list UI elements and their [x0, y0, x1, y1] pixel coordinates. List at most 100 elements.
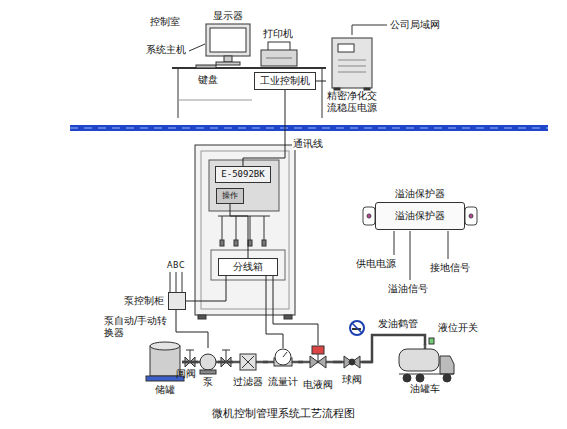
mounting-tab: [367, 214, 371, 218]
cabinet-square: [168, 292, 186, 310]
flow-meter: 流量计: [268, 348, 298, 388]
control-room-wall: [70, 125, 548, 131]
flow-meter-icon: [274, 349, 292, 366]
power-line: [182, 272, 183, 292]
keyboard-icon: [196, 65, 216, 68]
node-heading: 溢油保护器: [375, 188, 465, 200]
node-label: E-5092BK: [221, 169, 264, 180]
filter-icon: [240, 354, 256, 370]
voltage-stabilizer: 精密净化交流稳压电源: [326, 36, 378, 114]
desk: [322, 68, 323, 118]
ball-valve-icon: [349, 359, 355, 365]
voltage-stabilizer-icon: [334, 88, 340, 90]
printer-icon: [261, 42, 297, 66]
gate-valve-symbol: [226, 350, 227, 362]
monitor-icon: [224, 56, 232, 62]
control-cabinet: [220, 240, 224, 246]
tank-truck-icon: [403, 374, 411, 382]
printer-icon: [261, 50, 297, 66]
voltage-stabilizer-icon: [338, 44, 354, 52]
electro-hydraulic-valve-icon: [318, 354, 319, 362]
voltage-stabilizer-icon: [338, 66, 366, 67]
filter: 过滤器: [233, 348, 263, 388]
control-cabinet: [195, 145, 295, 319]
annotation-label: 公司局域网: [390, 19, 440, 31]
control-cabinet: [262, 240, 266, 246]
phase-label: B: [173, 261, 179, 271]
signal-lead: [410, 231, 411, 280]
desk: [178, 100, 252, 101]
level-switch-icon: [429, 338, 434, 344]
printer-icon: [266, 58, 292, 59]
desk: [178, 68, 179, 118]
electro-hydraulic-valve: 电液阀: [303, 345, 333, 391]
control-cabinet: [264, 216, 265, 240]
signal-wire: [176, 310, 208, 348]
control-cabinet: [284, 315, 292, 319]
signal-lead: [394, 231, 395, 255]
node-label: 溢油保护器: [375, 202, 465, 230]
control-cabinet: [234, 240, 238, 246]
flow-meter-icon: [275, 349, 291, 365]
figure-caption: 微机控制管理系统工艺流程图: [0, 407, 567, 421]
ball-valve: 球阀: [342, 350, 362, 386]
gate-valve-symbol: [186, 350, 194, 351]
mounting-tab: [469, 214, 473, 218]
annotation-label: 液位开关: [438, 322, 478, 334]
node-label: 流量计: [268, 376, 298, 388]
level-switch-icon: [429, 338, 434, 344]
annotation-label: 系统主机: [146, 44, 186, 56]
pump: 泵: [198, 348, 218, 388]
tank-truck-icon: [399, 349, 439, 371]
voltage-stabilizer-icon: [364, 88, 370, 90]
storage-tank-icon: [150, 342, 180, 350]
control-cabinet: [201, 151, 289, 309]
voltage-stabilizer-icon: [332, 38, 372, 90]
power-line: [170, 272, 171, 292]
filter-icon: [242, 356, 254, 368]
signal-wire: [273, 276, 318, 345]
control-room-wall: [70, 128, 548, 129]
no-smoking-sign: [352, 323, 362, 333]
control-cabinet: [250, 216, 251, 240]
signal-wire: [243, 90, 285, 166]
phase-label: C: [179, 261, 185, 271]
annotation-label: 泵自动/手动转换器: [104, 315, 168, 339]
overflow-protector: 溢油保护器溢油保护器: [375, 188, 465, 230]
signal-wire: [186, 276, 226, 301]
voltage-stabilizer-icon: [338, 72, 366, 73]
operation-panel: 操作: [216, 188, 244, 204]
control-cabinet: [209, 160, 279, 211]
oil-pipe: [298, 361, 303, 364]
desk: [172, 67, 326, 69]
control-cabinet: [195, 145, 295, 315]
gate-valve-symbol: [222, 350, 230, 351]
pump-control-cabinet: 泵控制柜: [124, 292, 186, 310]
node-label: 储罐: [148, 384, 182, 396]
tank-truck-icon: [440, 356, 454, 374]
node-label: 泵控制柜: [124, 295, 164, 307]
node-label: 球阀: [342, 374, 362, 386]
junction-box: 分线箱: [218, 258, 278, 276]
power-line: [176, 272, 177, 292]
annotation-label: 键盘: [198, 74, 218, 86]
printer: 打印机: [258, 28, 298, 66]
annotation-label: 控制室: [150, 16, 180, 28]
node-label: 精密净化交流稳压电源: [326, 90, 378, 114]
power-line: [170, 272, 182, 292]
desk: [172, 68, 326, 118]
oil-pipe: [362, 335, 425, 362]
no-smoking-sign: [350, 321, 364, 335]
ball-valve-icon: [344, 356, 360, 368]
monitor-icon: [210, 28, 246, 52]
signal-wire: [266, 276, 283, 348]
oil-pipe: [333, 361, 342, 364]
mounting-tab: [363, 207, 375, 225]
gate-valve-symbol: [190, 350, 191, 362]
tank-truck: 油罐车: [397, 345, 453, 395]
oil-pipe: [218, 361, 233, 364]
pump-icon: [200, 354, 216, 370]
signal-wire: [316, 81, 326, 82]
